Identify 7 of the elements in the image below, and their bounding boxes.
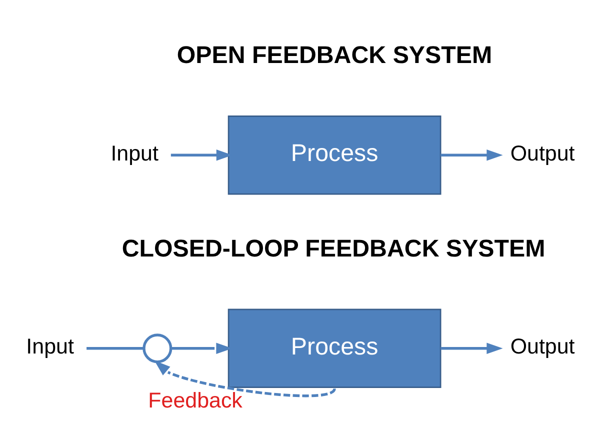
- node-text: Input: [26, 334, 74, 358]
- label: OPEN FEEDBACK SYSTEM: [176, 42, 492, 69]
- node-text: Output: [510, 334, 575, 358]
- edge-label: Feedback: [148, 388, 242, 412]
- label: CLOSED-LOOP FEEDBACK SYSTEM: [122, 234, 546, 262]
- node-text: Output: [510, 140, 575, 165]
- node-text: Input: [110, 140, 158, 165]
